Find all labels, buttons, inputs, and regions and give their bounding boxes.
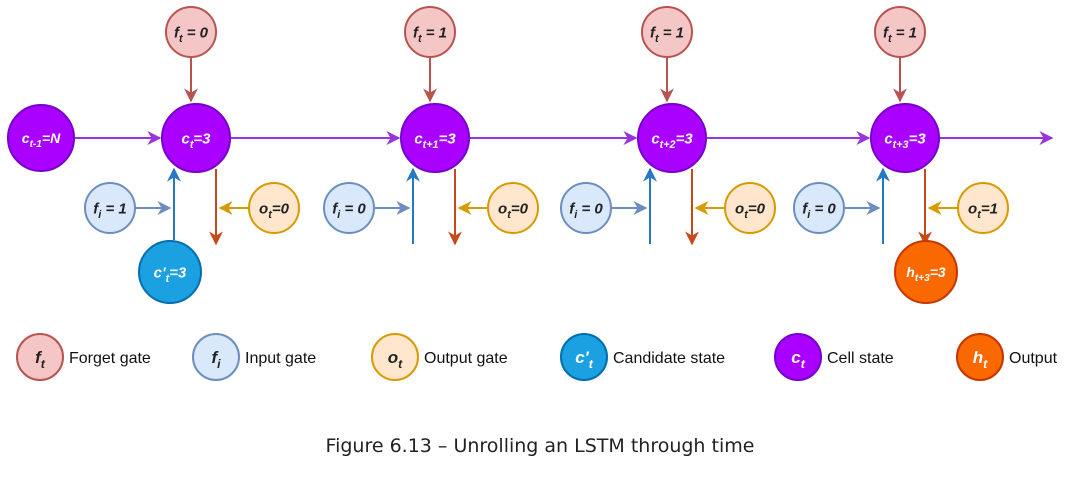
svg-text:ct+1=3: ct+1=3 (414, 130, 456, 151)
initial-cell-state: ct-1=N (7, 104, 75, 172)
svg-text:ot=0: ot=0 (259, 200, 290, 221)
legend-item-candidate: c't Candidate state (560, 333, 725, 381)
svg-text:ct-1=N: ct-1=N (22, 130, 61, 150)
legend-label-input: Input gate (245, 350, 316, 367)
input-gate-1: fi = 0 (323, 182, 375, 234)
legend-swatch-cell (774, 333, 822, 381)
legend-swatch-candidate (560, 333, 608, 381)
output-gate-0: ot=0 (248, 182, 300, 234)
legend-swatch-output (371, 333, 419, 381)
svg-text:fi = 0: fi = 0 (332, 200, 366, 221)
svg-text:ot: ot (388, 348, 403, 371)
legend-label-forget: Forget gate (69, 350, 151, 367)
legend-item-input: fi Input gate (192, 333, 316, 381)
svg-text:ft: ft (35, 348, 46, 371)
legend-swatch-forget (16, 333, 64, 381)
output-gate-3: ot=1 (957, 182, 1009, 234)
cell-state-1: ct+1=3 (400, 103, 470, 173)
svg-text:ot=0: ot=0 (498, 200, 529, 221)
legend-swatch-out (956, 333, 1004, 381)
input-gate-2: fi = 0 (560, 182, 612, 234)
svg-text:ct+3=3: ct+3=3 (884, 130, 926, 151)
cell-state-0: ct=3 (161, 103, 231, 173)
diagram-nodes: ct-1=N ft = 0 fi = 1 ot=0 ct=3 ft = 1 fi = 0 ot… (7, 6, 1009, 304)
candidate-state: c't=3 (138, 240, 202, 304)
legend-item-output: ot Output gate (371, 333, 508, 381)
legend-item-out: ht Output (956, 333, 1058, 381)
svg-text:ct+2=3: ct+2=3 (651, 130, 693, 151)
legend-label-out: Output (1009, 350, 1058, 367)
legend-label-candidate: Candidate state (613, 350, 725, 367)
svg-text:ht: ht (973, 348, 988, 371)
forget-gate-2: ft = 1 (641, 6, 693, 58)
svg-text:fi: fi (211, 348, 221, 371)
svg-text:c't: c't (575, 348, 594, 371)
svg-text:ft = 1: ft = 1 (883, 24, 917, 45)
svg-text:fi = 1: fi = 1 (93, 200, 126, 221)
svg-text:ot=1: ot=1 (968, 200, 998, 221)
forget-gate-1: ft = 1 (404, 6, 456, 58)
svg-text:ft = 0: ft = 0 (174, 24, 209, 45)
legend-item-forget: ft Forget gate (16, 333, 151, 381)
svg-text:fi = 0: fi = 0 (569, 200, 603, 221)
svg-text:ct=3: ct=3 (181, 130, 211, 151)
figure-caption: Figure 6.13 – Unrolling an LSTM through … (326, 435, 755, 457)
output-gate-2: ot=0 (724, 182, 776, 234)
svg-text:ft = 1: ft = 1 (413, 24, 447, 45)
svg-text:ot=0: ot=0 (735, 200, 766, 221)
input-gate-3: fi = 0 (793, 182, 845, 234)
legend-item-cell: ct Cell state (774, 333, 894, 381)
legend-swatch-input (192, 333, 240, 381)
svg-text:c't=3: c't=3 (154, 264, 187, 285)
input-gate-0: fi = 1 (84, 182, 136, 234)
final-output: ht+3=3 (894, 240, 958, 304)
svg-text:ct: ct (791, 348, 805, 371)
legend-label-output: Output gate (424, 350, 508, 367)
legend: ft Forget gate fi Input gate ot Output gate c'… (16, 333, 1058, 381)
svg-text:fi = 0: fi = 0 (802, 200, 836, 221)
cell-state-2: ct+2=3 (637, 103, 707, 173)
forget-gate-0: ft = 0 (165, 6, 217, 58)
cell-state-3: ct+3=3 (870, 103, 940, 173)
connection-arrows (75, 58, 1054, 246)
svg-text:ft = 1: ft = 1 (650, 24, 684, 45)
svg-text:ht+3=3: ht+3=3 (906, 264, 946, 284)
forget-gate-3: ft = 1 (874, 6, 926, 58)
legend-label-cell: Cell state (827, 350, 894, 367)
output-gate-1: ot=0 (487, 182, 539, 234)
